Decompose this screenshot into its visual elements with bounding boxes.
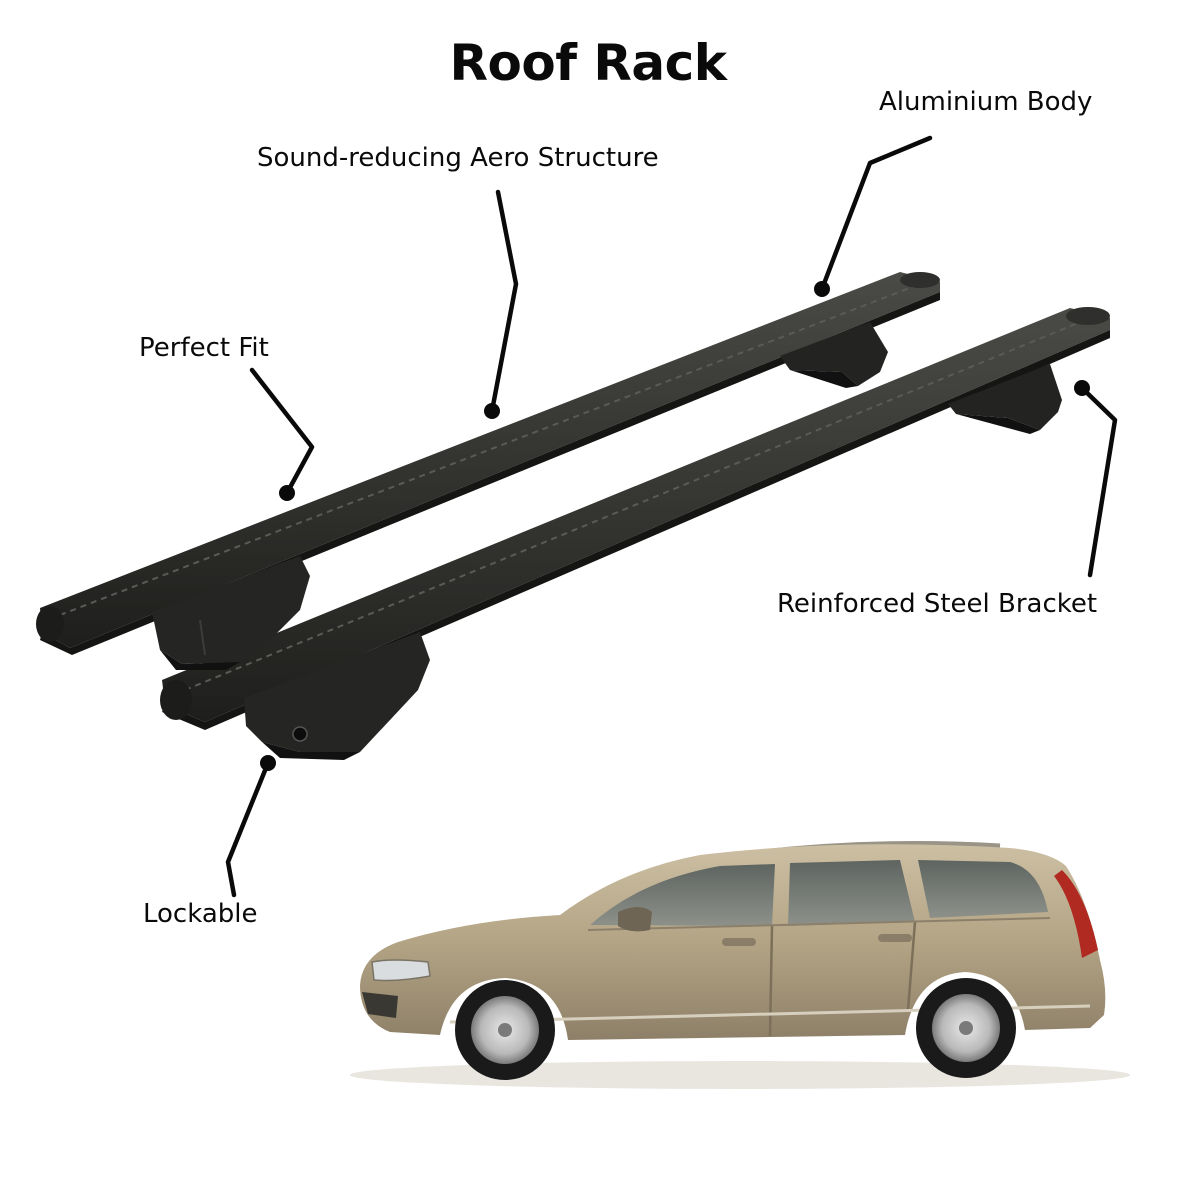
callout-perfect-fit: Perfect Fit [139,333,269,363]
page-title: Roof Rack [449,34,728,92]
fit-dot [279,485,295,501]
callout-dots [260,281,1090,771]
fit-leader-line [249,367,315,496]
car-illustration [350,841,1130,1089]
callout-lines [225,135,1118,898]
aluminium-dot [814,281,830,297]
lock-dot [260,755,276,771]
front-wheel [455,980,555,1080]
callout-aluminium-body: Aluminium Body [879,87,1093,117]
callout-aero-structure: Sound-reducing Aero Structure [257,143,659,173]
roof-bar-front [160,307,1110,730]
rear-wheel [916,978,1016,1078]
foot-back-left [152,556,310,670]
aero-dot [484,403,500,419]
callout-lockable: Lockable [143,899,258,929]
foot-front-right [948,364,1062,434]
aluminium-leader-line [819,135,933,292]
foot-back-right [780,322,888,388]
steel-dot [1074,380,1090,396]
steel-leader-line [1079,385,1118,578]
lock-cylinder-icon [292,726,308,742]
aero-leader-line [489,189,519,414]
roof-bar-back [36,272,940,655]
callout-steel-bracket: Reinforced Steel Bracket [777,589,1098,619]
lock-leader-line [225,760,271,898]
foot-front-left [244,632,430,760]
